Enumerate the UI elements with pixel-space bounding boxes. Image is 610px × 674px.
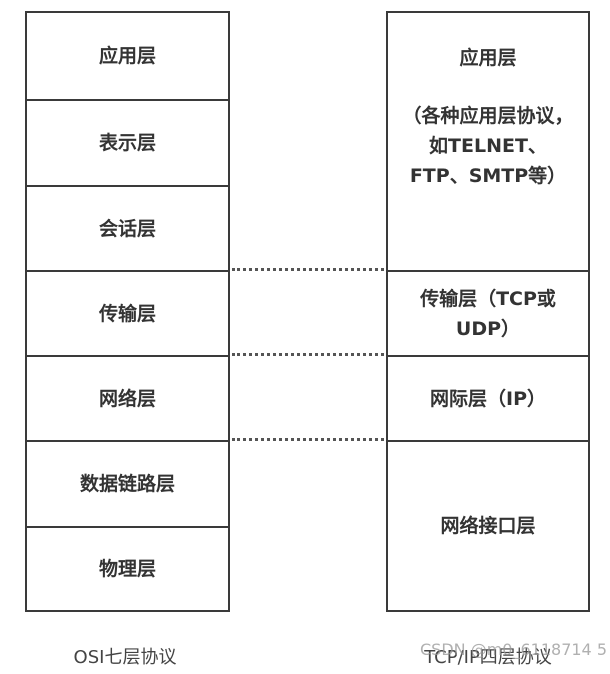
osi-caption: OSI七层协议	[73, 647, 177, 668]
connector-application-transport	[232, 268, 384, 271]
tcpip-layer-internet: 网际层（IP）	[388, 355, 588, 440]
connector-network-datalink	[232, 438, 384, 441]
tcpip-caption: TCP/IP四层协议	[424, 647, 552, 668]
tcpip-layer-transport: 传输层（TCP或UDP）	[388, 270, 588, 355]
tcpip-application-title: 应用层	[459, 47, 517, 69]
osi-stack: 应用层 表示层 会话层 传输层 网络层 数据链路层 物理层	[25, 11, 230, 612]
osi-layer-presentation: 表示层	[27, 99, 228, 185]
osi-layer-transport: 传输层	[27, 270, 228, 355]
connector-transport-network	[232, 353, 384, 356]
watermark: CSDN @m0_6118714 5	[420, 640, 607, 659]
osi-layer-physical: 物理层	[27, 526, 228, 610]
tcpip-layer-application: 应用层 （各种应用层协议，如TELNET、FTP、SMTP等）	[388, 13, 588, 270]
tcpip-layer-network-interface: 网络接口层	[388, 440, 588, 610]
osi-layer-network: 网络层	[27, 355, 228, 440]
tcpip-stack: 应用层 （各种应用层协议，如TELNET、FTP、SMTP等） 传输层（TCP或…	[386, 11, 590, 612]
osi-layer-application: 应用层	[98, 45, 156, 67]
tcpip-application-protocols: （各种应用层协议，如TELNET、FTP、SMTP等）	[402, 105, 574, 187]
osi-layer-session: 会话层	[27, 185, 228, 270]
osi-layer-datalink: 数据链路层	[27, 440, 228, 526]
